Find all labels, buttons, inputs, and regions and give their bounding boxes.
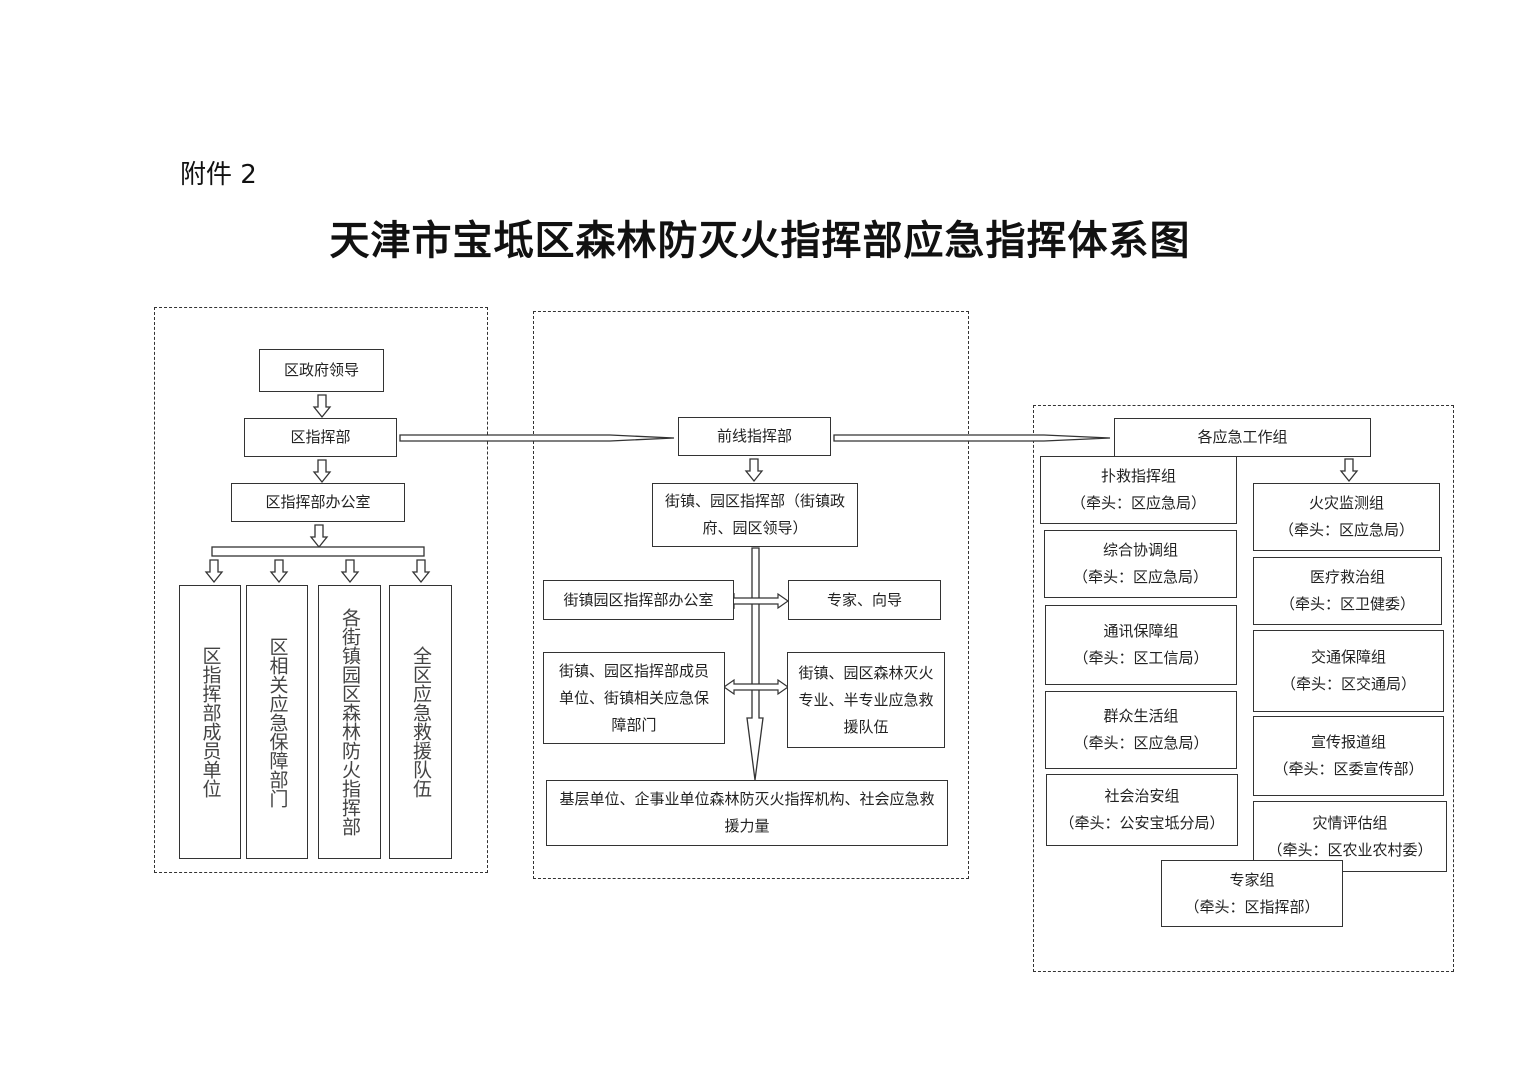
group-name: 扑救指挥组 bbox=[1100, 467, 1176, 485]
group-lead: （牵头：区应急局） bbox=[1073, 734, 1209, 752]
district-hq-box: 区指挥部 bbox=[244, 418, 397, 457]
arrow-header-to-groups bbox=[1340, 458, 1358, 482]
group-name: 综合协调组 bbox=[1102, 541, 1178, 559]
distribution-bar bbox=[211, 546, 425, 557]
group-name: 交通保障组 bbox=[1310, 648, 1386, 666]
town-hq-line-1: 街镇、园区指挥部（街镇政 bbox=[664, 492, 845, 510]
grassroots-line-2: 援力量 bbox=[724, 817, 770, 835]
group-name: 医疗救治组 bbox=[1309, 568, 1385, 586]
district-leader-box: 区政府领导 bbox=[259, 349, 384, 392]
group-lead: （牵头：区委宣传部） bbox=[1273, 760, 1424, 778]
group-name: 专家组 bbox=[1229, 870, 1275, 889]
group-lead: （牵头：区交通局） bbox=[1280, 675, 1416, 693]
town-members-line-1: 街镇、园区指挥部成员 bbox=[558, 661, 709, 680]
group-lead: （牵头：区应急局） bbox=[1072, 568, 1208, 586]
middle-group-frame bbox=[533, 311, 969, 879]
town-teams-line-2: 专业、半专业应急救 bbox=[798, 690, 934, 709]
group-communications: 通讯保障组 （牵头：区工信局） bbox=[1045, 605, 1237, 685]
group-rescue-command: 扑救指挥组 （牵头：区应急局） bbox=[1040, 456, 1237, 524]
town-hq-box: 街镇、园区指挥部（街镇政 府、园区领导） bbox=[652, 483, 858, 547]
arrow-to-col-3 bbox=[341, 559, 359, 583]
group-transport: 交通保障组 （牵头：区交通局） bbox=[1253, 630, 1444, 712]
district-hq-office-box: 区指挥部办公室 bbox=[231, 483, 405, 522]
right-group-frame bbox=[1033, 405, 1454, 972]
group-experts: 专家组 （牵头：区指挥部） bbox=[1161, 860, 1343, 927]
town-office-box: 街镇园区指挥部办公室 bbox=[543, 580, 734, 620]
group-lead: （牵头：区工信局） bbox=[1073, 649, 1209, 667]
arrow-to-col-2 bbox=[270, 559, 288, 583]
grassroots-line-1: 基层单位、企事业单位森林防灭火指挥机构、社会应急救 bbox=[559, 790, 935, 808]
arrow-hq-to-front bbox=[399, 434, 675, 442]
group-fire-monitoring: 火灾监测组 （牵头：区应急局） bbox=[1253, 483, 1440, 551]
group-name: 群众生活组 bbox=[1103, 707, 1179, 725]
experts-guides-box: 专家、向导 bbox=[788, 580, 941, 620]
arrow-front-to-groups bbox=[833, 434, 1111, 442]
arrow-to-col-1 bbox=[205, 559, 223, 583]
arrow-office-to-bracket bbox=[310, 524, 328, 548]
arrow-hq-to-office bbox=[313, 459, 331, 483]
group-coordination: 综合协调组 （牵头：区应急局） bbox=[1044, 530, 1237, 598]
group-lead: （牵头：区卫健委） bbox=[1279, 595, 1415, 613]
group-publicity: 宣传报道组 （牵头：区委宣传部） bbox=[1253, 716, 1444, 796]
arrow-to-col-4 bbox=[412, 559, 430, 583]
group-public-life: 群众生活组 （牵头：区应急局） bbox=[1045, 691, 1237, 769]
town-members-line-3: 障部门 bbox=[611, 715, 657, 734]
group-medical: 医疗救治组 （牵头：区卫健委） bbox=[1253, 557, 1442, 625]
col-town-hqs: 各街镇园区森林防火指挥部 bbox=[318, 585, 381, 859]
town-hq-line-2: 府、园区领导） bbox=[702, 519, 808, 537]
group-lead: （牵头：区指挥部） bbox=[1184, 897, 1320, 916]
group-name: 火灾监测组 bbox=[1308, 494, 1384, 512]
col-member-units: 区指挥部成员单位 bbox=[179, 585, 241, 859]
group-public-security: 社会治安组 （牵头：公安宝坻分局） bbox=[1046, 774, 1238, 846]
left-group-frame bbox=[154, 307, 488, 873]
work-groups-header-box: 各应急工作组 bbox=[1114, 418, 1371, 457]
group-name: 灾情评估组 bbox=[1312, 813, 1388, 832]
col-rescue-teams: 全区应急救援队伍 bbox=[389, 585, 452, 859]
col-support-depts: 区相关应急保障部门 bbox=[246, 585, 308, 859]
front-hq-box: 前线指挥部 bbox=[678, 417, 831, 456]
attachment-label: 附件 2 bbox=[180, 160, 257, 190]
town-members-line-2: 单位、街镇相关应急保 bbox=[558, 688, 709, 707]
group-lead: （牵头：区农业农村委） bbox=[1267, 840, 1433, 859]
group-lead: （牵头：区应急局） bbox=[1070, 494, 1206, 512]
group-lead: （牵头：区应急局） bbox=[1278, 521, 1414, 539]
arrow-town-to-base bbox=[746, 547, 764, 781]
group-name: 宣传报道组 bbox=[1310, 733, 1386, 751]
town-teams-line-3: 援队伍 bbox=[843, 717, 889, 736]
town-members-box: 街镇、园区指挥部成员 单位、街镇相关应急保 障部门 bbox=[543, 652, 725, 744]
arrow-front-to-town bbox=[745, 458, 763, 482]
page-title: 天津市宝坻区森林防灭火指挥部应急指挥体系图 bbox=[329, 217, 1191, 264]
arrow-leader-to-hq bbox=[313, 394, 331, 418]
group-name: 通讯保障组 bbox=[1103, 622, 1179, 640]
grassroots-box: 基层单位、企事业单位森林防灭火指挥机构、社会应急救 援力量 bbox=[546, 780, 948, 846]
town-teams-box: 街镇、园区森林灭火 专业、半专业应急救 援队伍 bbox=[787, 652, 945, 748]
group-name: 社会治安组 bbox=[1104, 787, 1180, 805]
group-lead: （牵头：公安宝坻分局） bbox=[1059, 814, 1225, 832]
town-teams-line-1: 街镇、园区森林灭火 bbox=[798, 663, 934, 682]
